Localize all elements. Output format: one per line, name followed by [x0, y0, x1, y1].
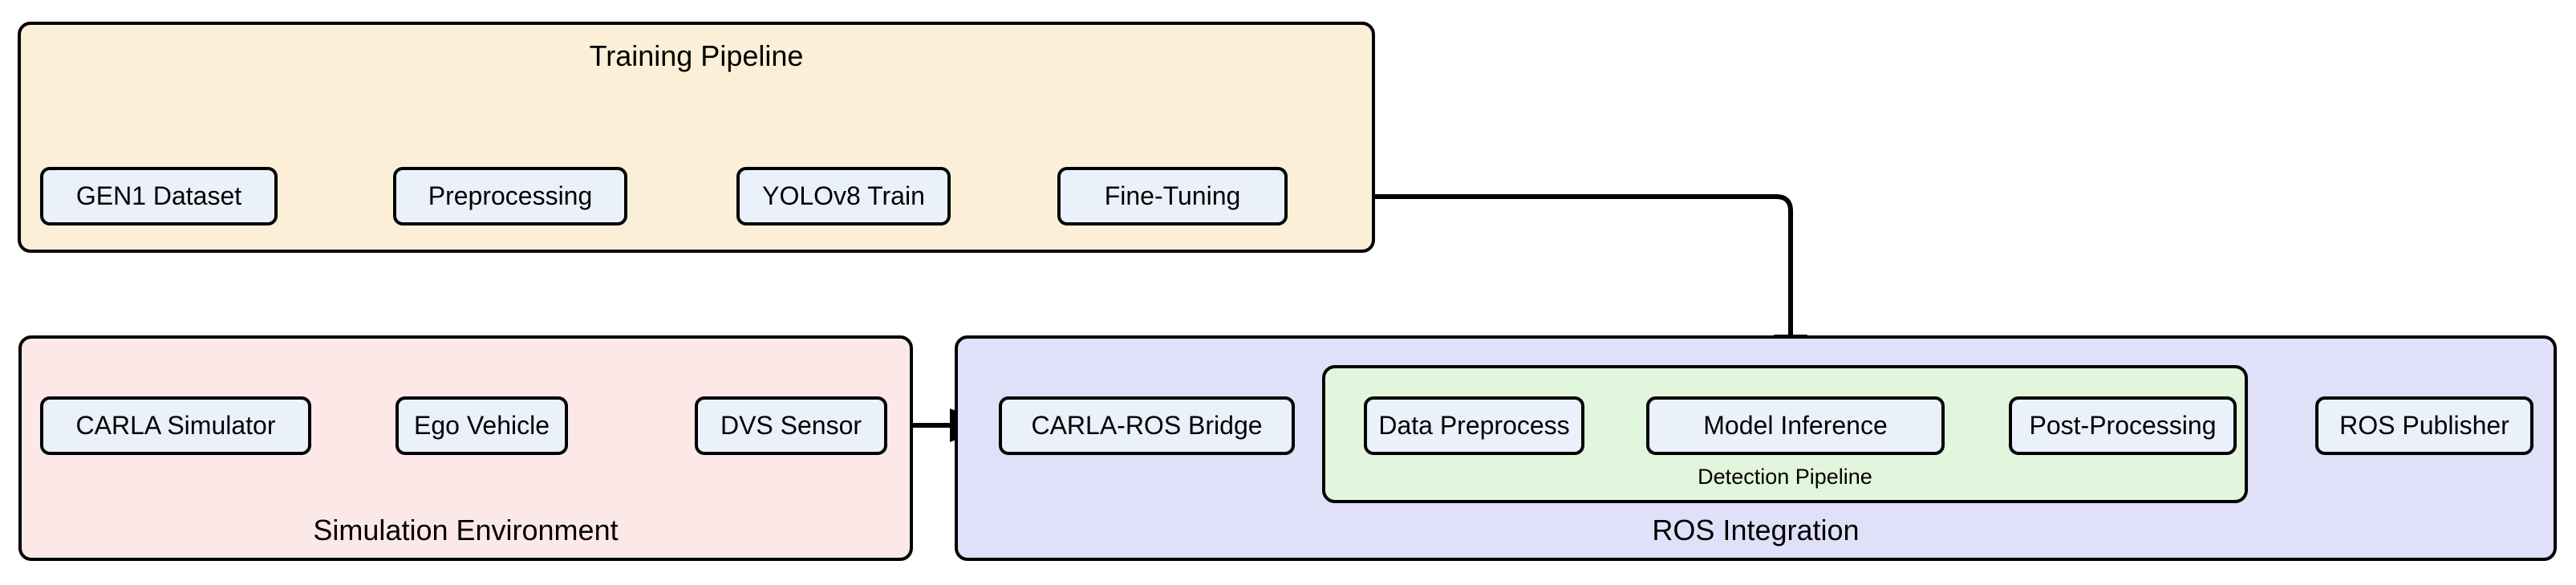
node-label-model-inference: Model Inference — [1703, 411, 1888, 440]
node-label-dvs-sensor: DVS Sensor — [720, 411, 862, 440]
group-label-training-pipeline: Training Pipeline — [589, 39, 804, 72]
node-post-processing[interactable]: Post-Processing — [2009, 396, 2237, 455]
node-fine-tuning[interactable]: Fine-Tuning — [1057, 167, 1288, 225]
node-label-fine-tuning: Fine-Tuning — [1104, 181, 1241, 210]
node-dvs-sensor[interactable]: DVS Sensor — [695, 396, 887, 455]
node-label-carla-ros-bridge: CARLA-ROS Bridge — [1031, 411, 1263, 440]
node-carla-ros-bridge[interactable]: CARLA-ROS Bridge — [999, 396, 1295, 455]
node-label-gen1-dataset: GEN1 Dataset — [75, 181, 242, 210]
node-label-carla-simulator: CARLA Simulator — [75, 411, 276, 440]
node-label-yolov8-train: YOLOv8 Train — [762, 181, 925, 210]
node-label-post-processing: Post-Processing — [2029, 411, 2217, 440]
node-yolov8-train[interactable]: YOLOv8 Train — [736, 167, 951, 225]
node-model-inference[interactable]: Model Inference — [1646, 396, 1945, 455]
node-label-ros-publisher: ROS Publisher — [2339, 411, 2509, 440]
node-label-ego-vehicle: Ego Vehicle — [413, 411, 550, 440]
group-label-ros-integration: ROS Integration — [1652, 514, 1860, 546]
node-data-preprocess[interactable]: Data Preprocess — [1364, 396, 1584, 455]
node-ros-publisher[interactable]: ROS Publisher — [2315, 396, 2533, 455]
node-gen1-dataset[interactable]: GEN1 Dataset — [40, 167, 278, 225]
group-label-simulation-environment: Simulation Environment — [313, 514, 619, 546]
node-label-preprocessing: Preprocessing — [428, 181, 593, 210]
group-label-detection-pipeline: Detection Pipeline — [1698, 465, 1872, 489]
node-label-data-preprocess: Data Preprocess — [1378, 411, 1570, 440]
node-preprocessing[interactable]: Preprocessing — [393, 167, 627, 225]
node-ego-vehicle[interactable]: Ego Vehicle — [396, 396, 568, 455]
node-carla-simulator[interactable]: CARLA Simulator — [40, 396, 311, 455]
